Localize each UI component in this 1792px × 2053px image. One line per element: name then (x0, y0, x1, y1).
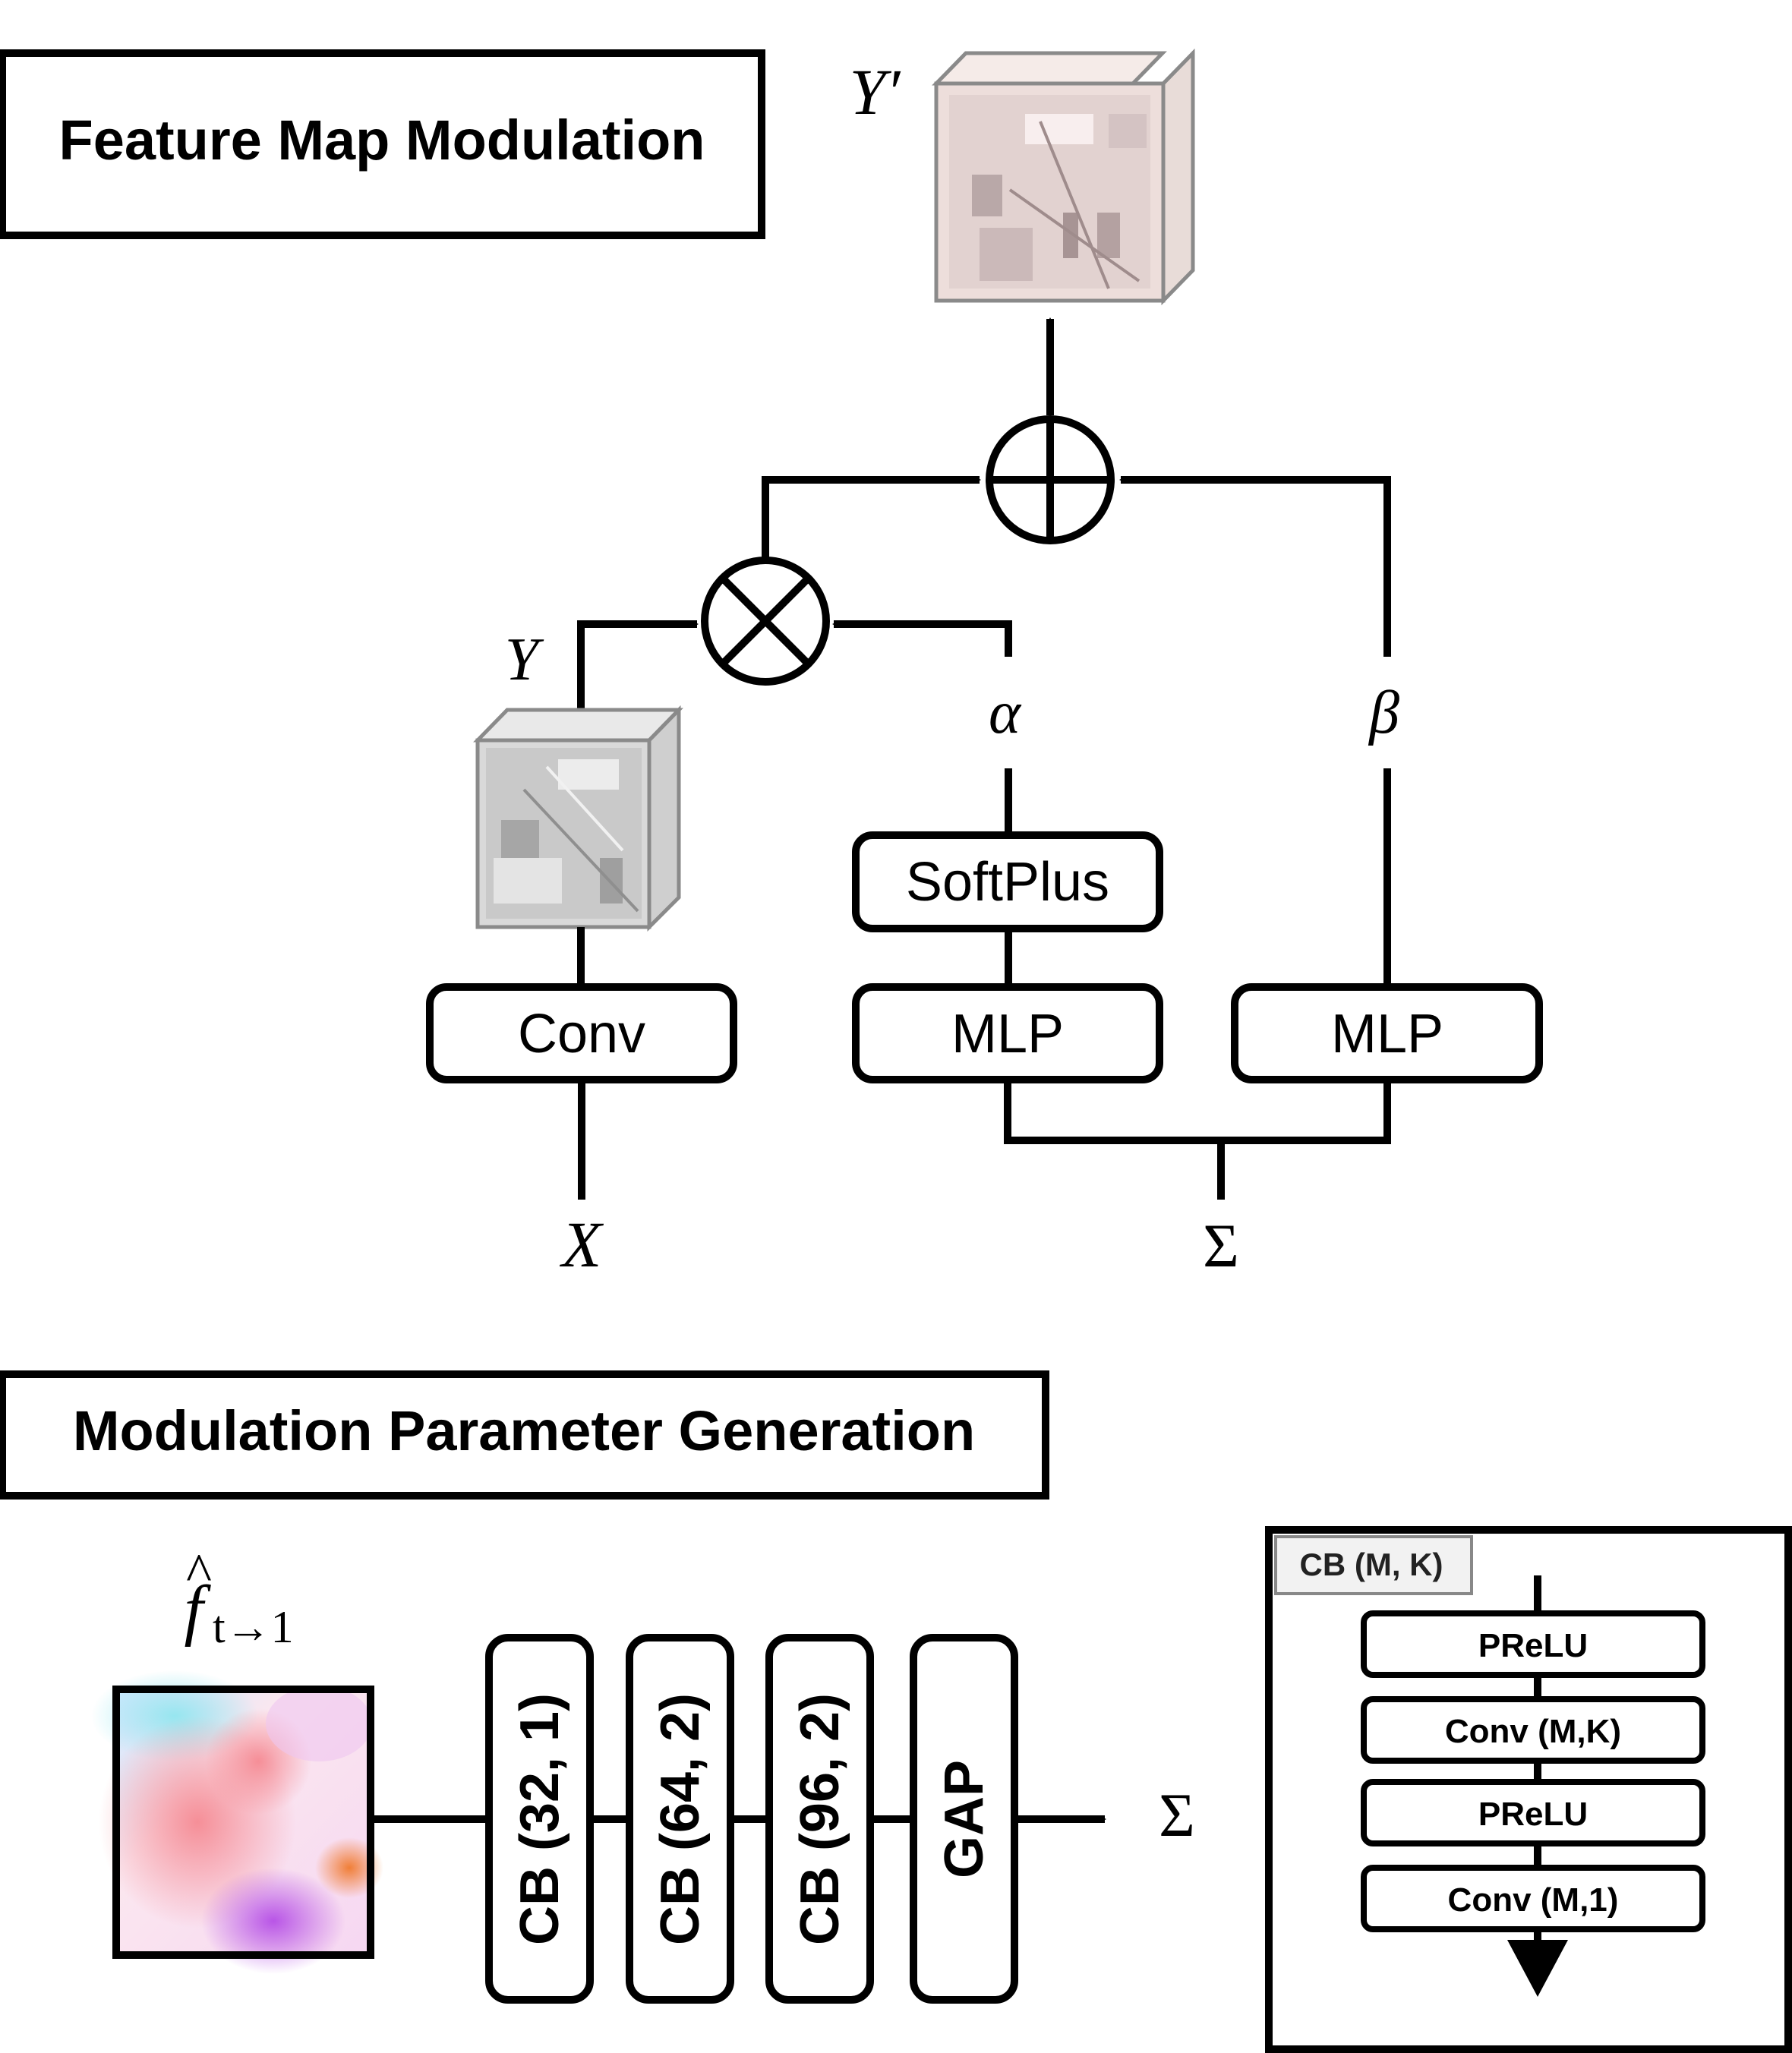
x-input-label: X (560, 1208, 604, 1281)
multiplication-operator (701, 557, 830, 686)
conv-label: Conv (518, 1004, 645, 1064)
flow-label-subscript: t→1 (213, 1602, 294, 1652)
cb-block-32-1: CB (32, 1) (485, 1634, 594, 2004)
cb-block-64-2: CB (64, 2) (626, 1634, 734, 2004)
optical-flow-image (91, 1670, 383, 1974)
output-label: Y′ (850, 55, 901, 128)
cb-layer-label: PReLU (1478, 1796, 1588, 1833)
section-title-box (0, 49, 765, 239)
cb-block-96-2: CB (96, 2) (765, 1634, 874, 2004)
gap-label: GAP (934, 1760, 995, 1878)
mlp-beta-label: MLP (1331, 1004, 1443, 1064)
cb-detail-tag (1274, 1535, 1473, 1595)
product-to-sum-connector (762, 476, 981, 560)
cb-layer-label: Conv (M,K) (1445, 1713, 1621, 1750)
cb-layer-prelu-2 (1361, 1779, 1705, 1846)
mlp-alpha-label: MLP (951, 1004, 1064, 1064)
softplus-label: SoftPlus (906, 852, 1109, 913)
modulation-parameter-generation-section: Modulation Parameter Generation f ^ t→1 … (0, 1370, 1195, 2004)
section-title-box (0, 1370, 1049, 1500)
alpha-label: α (989, 680, 1022, 746)
feature-map-modulation-section: Feature Map Modulation Y′ (0, 48, 1543, 1281)
softplus-block (852, 831, 1163, 932)
section-title: Modulation Parameter Generation (73, 1399, 975, 1462)
y-to-multiply-connector (577, 620, 699, 710)
cb-layer-prelu-1 (1361, 1610, 1705, 1678)
cb-layer-label: PReLU (1478, 1627, 1588, 1664)
cb-detail-title: CB (M, K) (1300, 1547, 1443, 1582)
input-feature-cube (473, 705, 683, 932)
beta-to-sum-connector (1119, 476, 1391, 657)
cb-layer-conv-mk (1361, 1696, 1705, 1764)
y-feature-label: Y (505, 626, 544, 693)
cb-layer-conv-m1 (1361, 1865, 1705, 1932)
gap-block: GAP (910, 1634, 1018, 2004)
cb-block-label: CB (32, 1) (510, 1693, 570, 1945)
cb-layer-label: Conv (M,1) (1448, 1881, 1619, 1919)
alpha-to-multiply-connector (832, 620, 1012, 657)
section-title: Feature Map Modulation (59, 109, 705, 172)
cb-block-label: CB (96, 2) (790, 1693, 850, 1945)
cb-detail-panel: CB (M, K) PReLU Conv (M,K) PReLU Conv (M… (1265, 1526, 1792, 2053)
beta-label: β (1368, 680, 1399, 746)
flow-label-hat: ^ (186, 1542, 212, 1603)
sigma-input-label: Σ (1203, 1211, 1239, 1280)
cb-block-label: CB (64, 2) (650, 1693, 711, 1945)
output-feature-cube (932, 48, 1195, 306)
mlp-join-connector (1004, 1080, 1391, 1144)
sigma-output-label: Σ (1159, 1780, 1195, 1850)
cb-detail-flow-arrowhead (1507, 1940, 1568, 1997)
addition-operator (986, 415, 1115, 544)
